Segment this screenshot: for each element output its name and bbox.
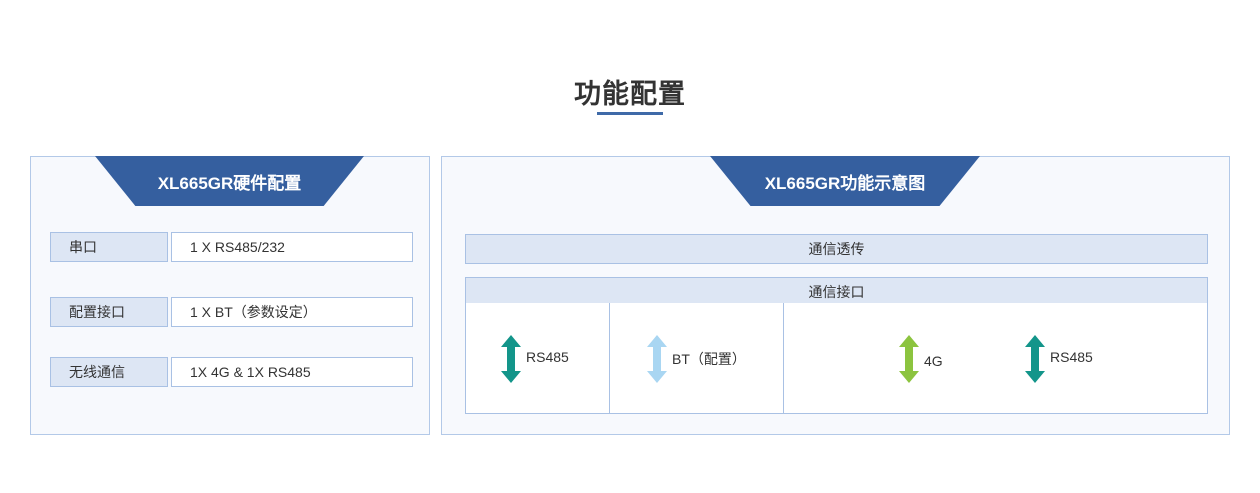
hardware-config-panel: XL665GR硬件配置 串口 1 X RS485/232 配置接口 1 X BT… <box>30 156 430 435</box>
config-value: 1 X RS485/232 <box>171 232 413 262</box>
interface-cell-wireless: 4G RS485 <box>784 303 1208 413</box>
function-diagram-panel: XL665GR功能示意图 通信透传 通信接口 RS485 BT（配置） <box>441 156 1230 435</box>
interface-label: RS485 <box>526 349 569 365</box>
transparent-transmission-bar: 通信透传 <box>465 234 1208 264</box>
config-value: 1X 4G & 1X RS485 <box>171 357 413 387</box>
double-arrow-lightblue-icon <box>647 335 667 383</box>
config-row-serial: 串口 1 X RS485/232 <box>50 232 413 262</box>
hardware-config-title: XL665GR硬件配置 <box>95 156 364 206</box>
config-row-config-interface: 配置接口 1 X BT（参数设定） <box>50 297 413 327</box>
page-title: 功能配置 <box>574 79 686 109</box>
config-label: 无线通信 <box>50 357 168 387</box>
double-arrow-teal-icon <box>1025 335 1045 383</box>
function-diagram-title: XL665GR功能示意图 <box>710 156 980 206</box>
interface-cell-rs485: RS485 <box>466 303 610 413</box>
config-row-wireless: 无线通信 1X 4G & 1X RS485 <box>50 357 413 387</box>
interface-box: RS485 BT（配置） 4G RS485 <box>465 303 1208 414</box>
title-underline <box>597 112 663 115</box>
interface-label: 4G <box>924 353 943 369</box>
interface-label: RS485 <box>1050 349 1093 365</box>
double-arrow-teal-icon <box>501 335 521 383</box>
double-arrow-green-icon <box>899 335 919 383</box>
config-value: 1 X BT（参数设定） <box>171 297 413 327</box>
config-label: 配置接口 <box>50 297 168 327</box>
interface-label: BT（配置） <box>672 351 746 367</box>
interface-cell-bt: BT（配置） <box>610 303 784 413</box>
communication-interface-bar: 通信接口 <box>465 277 1208 307</box>
config-label: 串口 <box>50 232 168 262</box>
